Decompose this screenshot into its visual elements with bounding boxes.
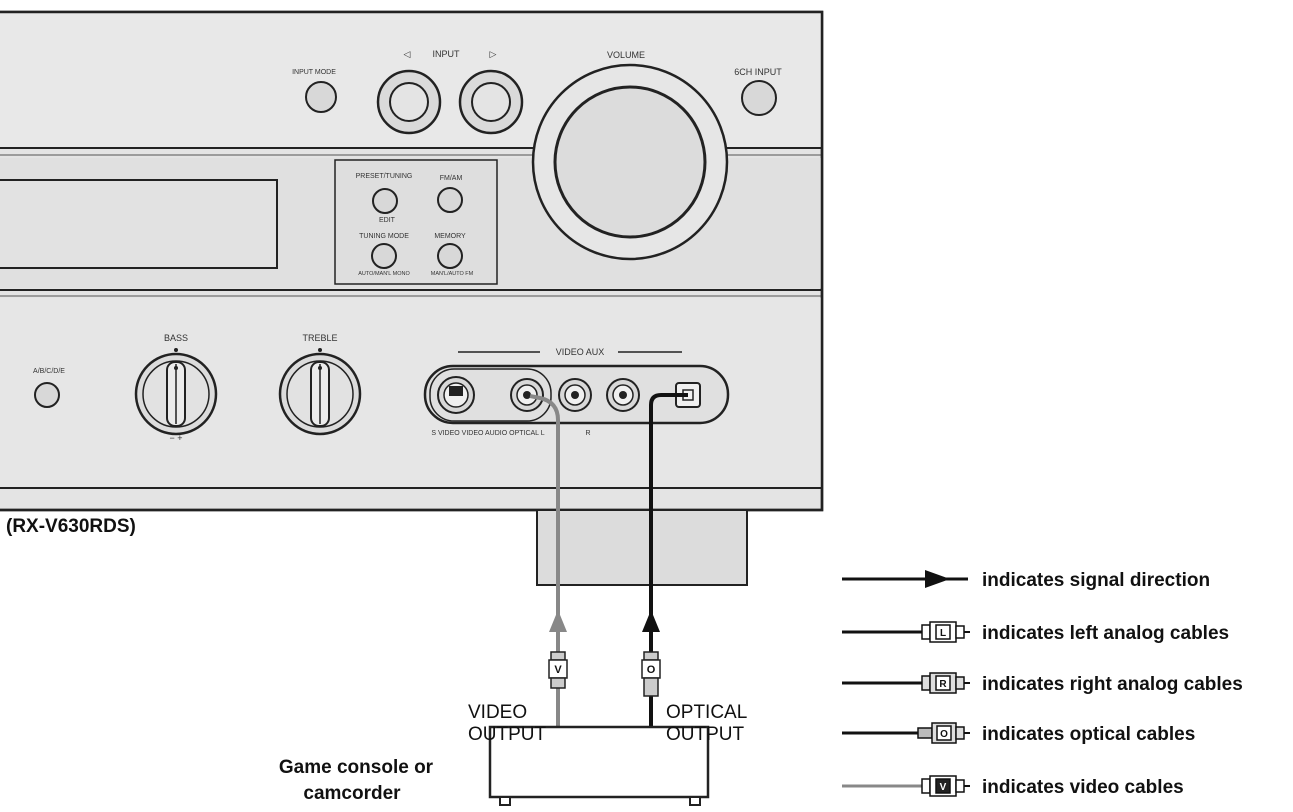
audio-r-jack[interactable] (606, 378, 640, 412)
device-name-line2: camcorder (303, 783, 401, 804)
video-cable (529, 394, 560, 728)
bass-label: BASS (164, 333, 188, 343)
receiver-foot (536, 509, 748, 586)
legend-right-plug-icon (921, 672, 970, 694)
legend-item-video: indicates video cables (982, 777, 1184, 798)
legend-optical-plug-letter: O (940, 729, 948, 740)
optical-output-label-line1: OPTICAL (666, 702, 747, 723)
legend-optical-plug-icon (917, 722, 970, 744)
optical-cable-arrow (642, 610, 660, 632)
video-cable-arrow (549, 610, 567, 632)
legend-signal-arrow-icon (925, 570, 950, 588)
jack-labels: S VIDEO VIDEO AUDIO OPTICAL L (431, 430, 544, 437)
optical-plug-letter: O (647, 664, 656, 676)
tuning-mode-label: TUNING MODE (359, 233, 409, 240)
preset-tuning-button[interactable] (372, 188, 398, 214)
6ch-input-button[interactable] (741, 80, 777, 116)
treble-label: TREBLE (302, 333, 337, 343)
video-aux-label: VIDEO AUX (556, 347, 605, 357)
fm-am-label: FM/AM (440, 175, 463, 182)
bass-knob[interactable] (134, 352, 218, 436)
video-plug-letter: V (554, 664, 562, 676)
legend-video-plug-icon (921, 775, 970, 797)
volume-label: VOLUME (607, 50, 645, 60)
6ch-input-label: 6CH INPUT (734, 67, 782, 77)
memory-sub-label: MAN'L/AUTO FM (431, 271, 474, 277)
input-label: INPUT (433, 49, 461, 59)
input-mode-label: INPUT MODE (292, 69, 336, 76)
tuning-mode-button[interactable] (371, 243, 397, 269)
bass-scale: − + (169, 433, 182, 443)
bass-marker-dot (174, 348, 178, 352)
model-label: (RX-V630RDS) (6, 516, 136, 537)
video-group-box (429, 368, 552, 422)
optical-output-label-line2: OUTPUT (666, 724, 745, 745)
legend-item-left: indicates left analog cables (982, 623, 1229, 644)
legend: indicates signal direction L indicates l… (842, 570, 1243, 798)
video-jack[interactable] (510, 378, 544, 412)
s-video-jack[interactable] (437, 376, 475, 414)
treble-marker-dot (318, 348, 322, 352)
preset-edit-label: EDIT (379, 217, 396, 224)
input-left-button[interactable] (376, 69, 442, 135)
abcde-button[interactable] (34, 382, 60, 408)
video-output-label-line2: OUTPUT (468, 724, 547, 745)
optical-plug-icon (641, 651, 661, 697)
video-plug-icon (548, 651, 568, 689)
jack-r-label: R (585, 430, 590, 437)
legend-video-plug-letter: V (940, 782, 947, 793)
memory-label: MEMORY (434, 233, 466, 240)
optical-cable (649, 393, 688, 728)
preset-tuning-label: PRESET/TUNING (356, 173, 413, 180)
legend-left-plug-icon (921, 621, 970, 643)
memory-button[interactable] (437, 243, 463, 269)
legend-item-signal: indicates signal direction (982, 570, 1210, 591)
input-left-arrow: ◁ (404, 49, 411, 59)
legend-left-plug-letter: L (940, 628, 946, 639)
game-console-box (488, 725, 710, 806)
device-name-line1: Game console or (279, 757, 434, 778)
treble-knob[interactable] (278, 352, 362, 436)
legend-item-optical: indicates optical cables (982, 724, 1195, 745)
abcde-label: A/B/C/D/E (33, 368, 65, 375)
video-output-label-line1: VIDEO (468, 702, 527, 723)
tuning-mode-sub-label: AUTO/MAN'L MONO (358, 271, 410, 277)
fm-am-button[interactable] (437, 187, 463, 213)
audio-l-jack[interactable] (558, 378, 592, 412)
input-right-button[interactable] (458, 69, 524, 135)
display-window (0, 179, 278, 269)
input-mode-button[interactable] (305, 81, 337, 113)
legend-right-plug-letter: R (939, 679, 947, 690)
volume-knob[interactable] (531, 63, 729, 261)
legend-item-right: indicates right analog cables (982, 674, 1243, 695)
tuner-button-panel (334, 159, 498, 285)
input-right-arrow: ▷ (490, 49, 497, 59)
